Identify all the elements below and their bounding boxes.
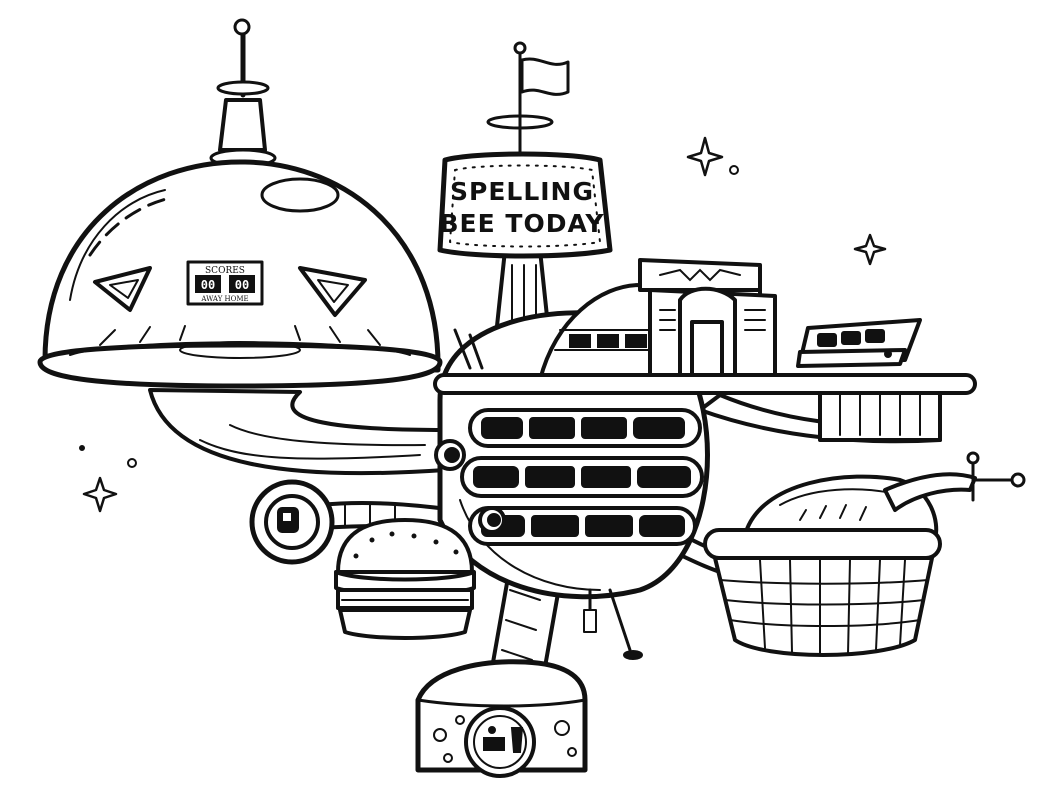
star-dot xyxy=(729,165,739,175)
scoreboard-home-digits: 00 xyxy=(235,278,249,292)
scoreboard-away-digits: 00 xyxy=(201,278,215,292)
stadium-base xyxy=(37,342,443,389)
burger-module xyxy=(334,518,476,640)
burger-bottom-bun xyxy=(338,608,472,640)
cheese-hole xyxy=(554,720,570,736)
roof-sign-building xyxy=(638,258,762,292)
scoreboard: SCORES 00 00 AWAY HOME xyxy=(186,260,264,306)
sign-tower: SPELLING BEE TODAY xyxy=(437,41,613,347)
cheese-hole xyxy=(455,715,465,725)
star-dot xyxy=(79,445,85,451)
stars xyxy=(79,136,887,513)
dome-connector-tube xyxy=(148,388,447,476)
cheese-hole xyxy=(443,753,453,763)
flying-bus xyxy=(796,318,922,368)
stadium-light xyxy=(298,266,367,317)
stadium-light xyxy=(93,266,152,312)
bowl-module xyxy=(703,451,1026,657)
ring-platform xyxy=(433,373,977,395)
scoreboard-title: SCORES xyxy=(205,266,245,276)
sign-board xyxy=(437,151,613,259)
bowl-rim xyxy=(703,528,942,560)
sphere-city-buildings xyxy=(538,258,777,382)
sparkle-star xyxy=(686,136,724,177)
cheese-hole xyxy=(567,747,577,757)
sparkle-star xyxy=(853,233,887,266)
burger-top-bun xyxy=(336,518,474,574)
porthole-pod xyxy=(249,479,335,565)
sign-text-line1: SPELLING xyxy=(450,177,594,206)
cheese-module xyxy=(415,659,588,778)
sparkle-star xyxy=(82,476,118,513)
dome-stadium: SCORES 00 00 AWAY HOME xyxy=(37,18,443,389)
star-dot xyxy=(127,458,137,468)
cheese-hole xyxy=(433,728,447,742)
scoreboard-footer: AWAY HOME xyxy=(200,295,248,303)
flag xyxy=(520,57,570,96)
sign-text-line2: BEE TODAY xyxy=(439,209,604,238)
